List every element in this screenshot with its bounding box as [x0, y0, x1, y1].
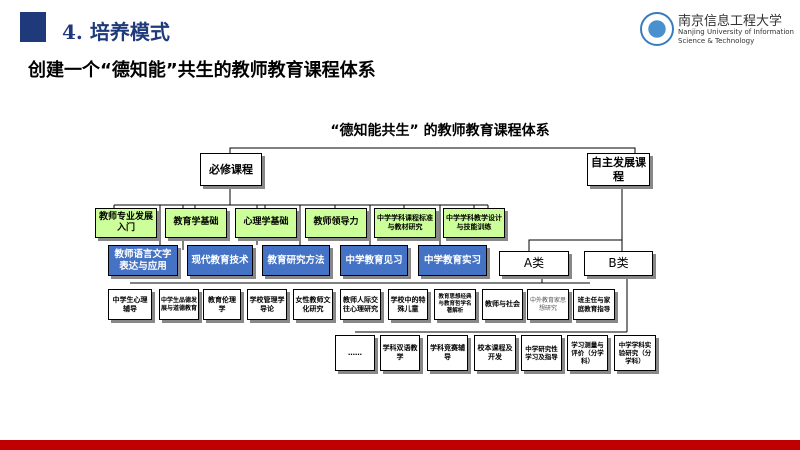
course-node: 现代教育技术 — [187, 245, 253, 276]
course-node: 学校管理学导论 — [247, 289, 287, 320]
course-node: …… — [335, 335, 375, 371]
course-node: 教师语言文字表达与应用 — [108, 245, 178, 276]
course-node: 教育思想经典与教育哲学名著解析 — [434, 289, 476, 320]
page-subtitle: 创建一个“德知能”共生的教师教育课程体系 — [28, 60, 376, 81]
course-node: 教师领导力 — [305, 208, 367, 238]
course-node: 教育伦理学 — [203, 289, 241, 320]
category-b-node: B类 — [584, 251, 653, 276]
logo-emblem-icon — [640, 12, 674, 46]
course-node: 中学学科实验研究（分学科） — [614, 335, 656, 371]
course-node: 教师人际交往心理研究 — [340, 289, 381, 320]
course-node: 中外教育家思想研究 — [527, 289, 569, 320]
course-node: 女性教师文化研究 — [293, 289, 333, 320]
course-node: 中学学科课程标准与教材研究 — [374, 208, 436, 238]
required-courses-node: 必修课程 — [200, 153, 262, 186]
course-node: 教师专业发展入门 — [95, 208, 157, 238]
course-node: 中学教育实习 — [418, 245, 487, 276]
footer-bar — [0, 440, 800, 450]
course-node: 中学生心理辅导 — [108, 289, 152, 320]
course-node: 校本课程及开发 — [474, 335, 516, 371]
course-node: 教育学基础 — [165, 208, 227, 238]
diagram-title: “德知能共生” 的教师教育课程体系 — [330, 123, 550, 139]
course-node: 学科竞赛辅导 — [427, 335, 468, 371]
course-node: 学习测量与评价（分学科） — [567, 335, 608, 371]
elective-courses-node: 自主发展课程 — [587, 153, 650, 186]
course-node: 教师与社会 — [482, 289, 523, 320]
university-logo: 南京信息工程大学 Nanjing University of Informati… — [640, 10, 798, 52]
course-node: 教育研究方法 — [262, 245, 330, 276]
section-title: 4. 培养模式 — [62, 20, 170, 44]
logo-name-en: Nanjing University of Information Scienc… — [678, 28, 794, 45]
course-node: 中学教育见习 — [340, 245, 408, 276]
course-node: 班主任与家庭教育指导 — [573, 289, 615, 320]
course-node: 心理学基础 — [235, 208, 297, 238]
course-node: 中学研究性学习及指导 — [521, 335, 562, 371]
course-node: 学科双语教学 — [380, 335, 420, 371]
category-a-node: A类 — [499, 251, 569, 276]
logo-name-cn: 南京信息工程大学 — [678, 14, 783, 29]
course-node: 中学学科教学设计与技能训练 — [443, 208, 505, 238]
course-node: 学校中的特殊儿童 — [388, 289, 428, 320]
course-node: 中学生品德发展与道德教育 — [159, 289, 199, 320]
pencil-square-icon — [20, 12, 46, 42]
